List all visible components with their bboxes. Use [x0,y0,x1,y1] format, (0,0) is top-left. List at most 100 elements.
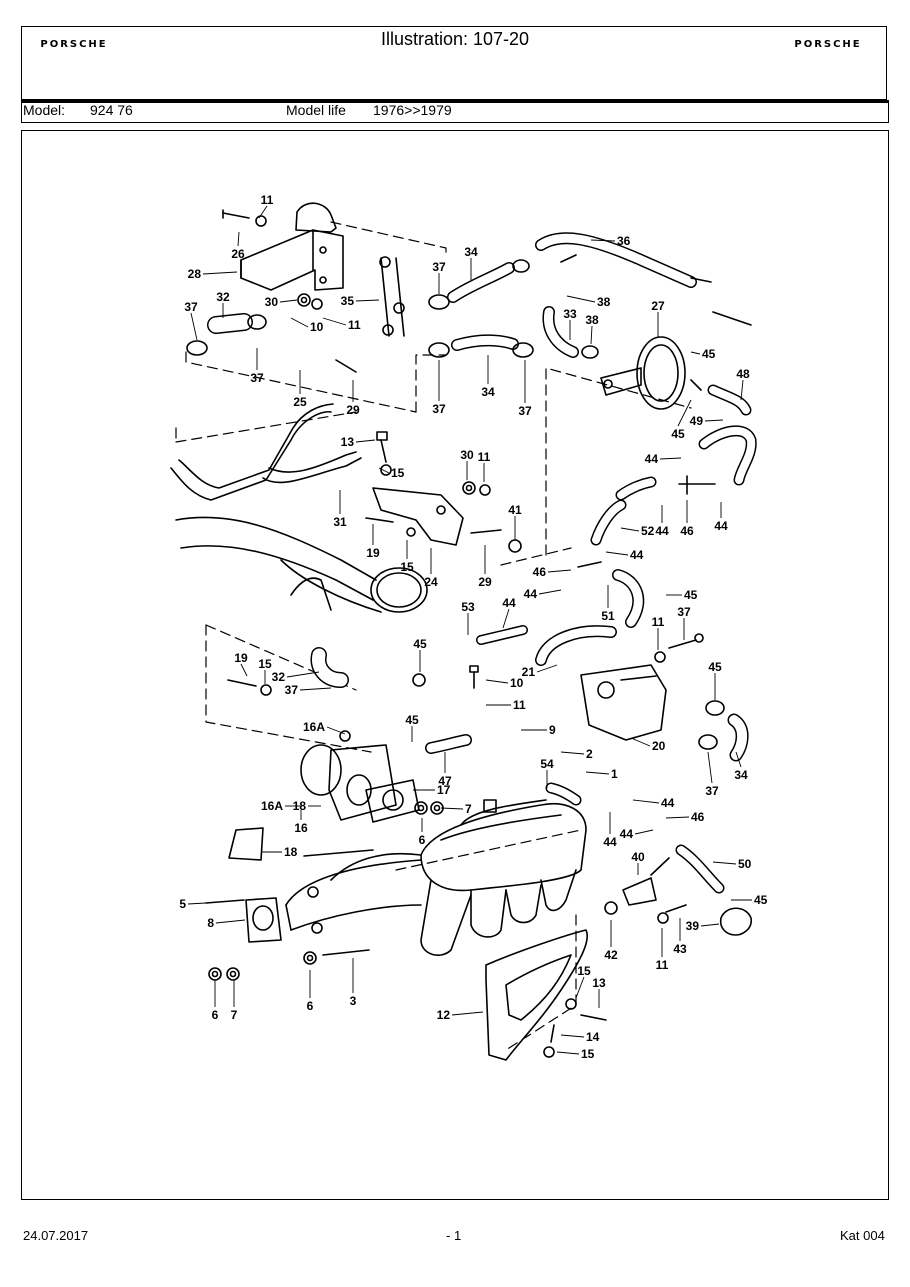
callout-leader [707,751,713,784]
exploded-parts-diagram: 1126283734363735303211103833382737252937… [170,193,768,1061]
part-number-33: 33 [563,307,577,321]
hose-clamps [186,259,725,750]
part-number-34: 34 [464,245,478,259]
part-number-42: 42 [604,948,618,962]
part-number-11: 11 [478,450,491,464]
part-number-32: 32 [216,290,230,304]
callout-leader [620,527,640,532]
part-number-19: 19 [366,546,380,560]
callout-leader [187,902,207,905]
callout-leader [279,299,298,303]
airflow-sensor [580,664,667,741]
part-number-40: 40 [631,850,645,864]
part-number-17: 17 [437,783,451,797]
part-number-15: 15 [391,466,405,480]
part-number-45: 45 [684,588,698,602]
part-number-30: 30 [265,295,279,309]
part-number-31: 31 [333,515,347,529]
callout-leader [590,239,616,242]
intake-manifold [285,799,587,956]
part-number-45: 45 [702,347,716,361]
footer-page: - 1 [446,1228,462,1243]
part-number-6: 6 [212,1008,219,1022]
part-number-16A: 16A [261,799,283,813]
svg-text:PORSCHE: PORSCHE [794,39,861,49]
callout-leader [704,419,724,422]
part-number-36: 36 [617,234,631,248]
callout-leader [451,1011,484,1016]
part-number-19: 19 [234,651,248,665]
part-number-45: 45 [671,427,685,441]
callout-leader [538,589,562,595]
part-number-52: 52 [641,524,655,538]
part-number-26: 26 [231,247,245,261]
part-number-6: 6 [419,833,426,847]
callout-leader [322,317,347,326]
part-number-8: 8 [207,916,214,930]
part-number-9: 9 [549,723,556,737]
part-number-37: 37 [250,371,264,385]
part-number-15: 15 [400,560,414,574]
callout-leader [665,816,690,819]
part-number-13: 13 [592,976,606,990]
callout-leader [202,271,238,275]
hoses-right [425,384,757,894]
part-number-44: 44 [620,827,634,841]
model-life-value: 1976>>1979 [373,102,452,118]
support-bracket [485,929,588,1061]
mounting-bracket [365,487,522,553]
callout-leader [355,439,376,443]
thermo-switch [622,857,752,936]
part-number-7: 7 [465,802,472,816]
part-number-49: 49 [690,414,704,428]
hoses-top [207,232,752,358]
part-number-38: 38 [585,313,599,327]
part-number-32: 32 [272,670,286,684]
callout-leader [299,687,332,691]
part-number-6: 6 [307,999,314,1013]
part-number-54: 54 [540,757,554,771]
part-number-48: 48 [736,367,750,381]
part-number-30: 30 [460,448,474,462]
part-number-10: 10 [310,320,324,334]
callout-leader [632,799,660,804]
callout-leader [326,726,346,735]
bolts [205,359,704,1043]
part-number-2: 2 [586,747,593,761]
part-number-50: 50 [738,857,752,871]
part-number-18: 18 [284,845,298,859]
part-number-45: 45 [413,637,427,651]
model-value: 924 76 [90,102,133,118]
part-number-37: 37 [432,260,446,274]
part-number-11: 11 [656,958,669,972]
part-number-37: 37 [677,605,691,619]
part-number-11: 11 [652,615,665,629]
callout-leader [237,231,240,247]
svg-text:PORSCHE: PORSCHE [40,39,107,49]
part-number-44: 44 [645,452,659,466]
callout-leader [560,1034,585,1038]
part-number-15: 15 [577,964,591,978]
footer-date: 24.07.2017 [23,1228,89,1243]
callout-leader [547,569,572,573]
part-number-39: 39 [686,919,700,933]
footer-catalog: Kat 004 [840,1228,885,1243]
porsche-logo-left: PORSCHE [40,39,107,49]
callout-leader [290,317,309,328]
gasket [245,897,282,943]
callout-leader [560,751,585,755]
vacuum-unit [600,336,702,410]
part-number-11: 11 [261,193,274,207]
part-number-46: 46 [691,810,705,824]
linkage-rod [379,256,405,337]
callout-leader [502,608,510,629]
part-number-45: 45 [754,893,768,907]
part-number-15: 15 [581,1047,595,1061]
model-row: Model: 924 76 Model life 1976>>1979 [21,103,889,123]
callout-leader [566,295,596,303]
part-number-28: 28 [188,267,202,281]
part-number-45: 45 [708,660,722,674]
throttle-housing [228,744,420,861]
model-label: Model: [23,102,66,118]
